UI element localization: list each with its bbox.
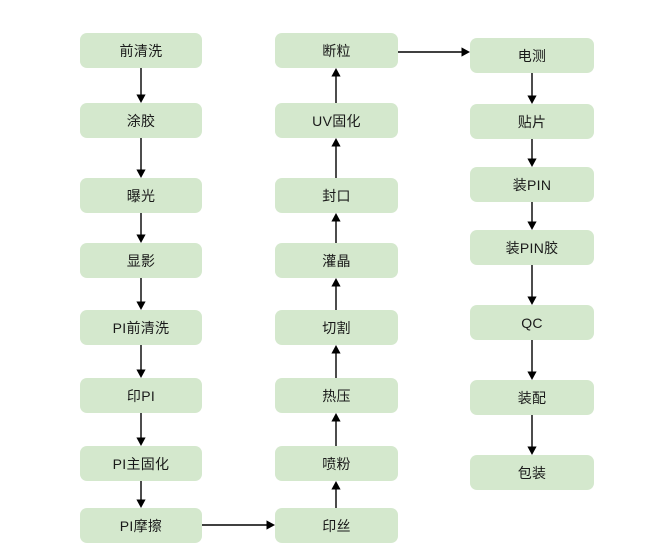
arrow-diance-to-tiepian	[527, 73, 537, 104]
process-node[interactable]: 装PIN胶	[470, 230, 594, 265]
process-node[interactable]: 贴片	[470, 104, 594, 139]
arrow-xianying-to-piqianqingxi	[136, 278, 146, 310]
arrow-qc-to-zhuangpei	[527, 340, 537, 380]
process-node[interactable]: PI摩擦	[80, 508, 202, 543]
process-node[interactable]: 涂胶	[80, 103, 202, 138]
process-node[interactable]: 切割	[275, 310, 398, 345]
process-node[interactable]: 前清洗	[80, 33, 202, 68]
process-node[interactable]: 印PI	[80, 378, 202, 413]
arrow-guanjing-to-fengkou	[331, 213, 341, 243]
process-node[interactable]: UV固化	[275, 103, 398, 138]
arrow-uvguhua-to-duanli	[331, 68, 341, 103]
process-node[interactable]: 电测	[470, 38, 594, 73]
process-node[interactable]: 灌晶	[275, 243, 398, 278]
process-node[interactable]: 热压	[275, 378, 398, 413]
process-node[interactable]: 印丝	[275, 508, 398, 543]
process-node[interactable]: 断粒	[275, 33, 398, 68]
arrow-tujiao-to-baoguang	[136, 138, 146, 178]
process-node[interactable]: QC	[470, 305, 594, 340]
process-node[interactable]: 显影	[80, 243, 202, 278]
process-node[interactable]: 装配	[470, 380, 594, 415]
arrow-zhuangpin-to-zhuangpinjiao	[527, 202, 537, 230]
arrow-qianqingxi-to-tujiao	[136, 68, 146, 103]
process-node[interactable]: PI主固化	[80, 446, 202, 481]
process-node[interactable]: 封口	[275, 178, 398, 213]
arrow-yinsi-to-penfen	[331, 481, 341, 508]
process-node[interactable]: 喷粉	[275, 446, 398, 481]
arrow-fengkou-to-uvguhua	[331, 138, 341, 178]
arrow-duanli-to-diance	[398, 47, 470, 57]
arrow-reya-to-qiege	[331, 345, 341, 378]
arrow-baoguang-to-xianying	[136, 213, 146, 243]
process-node[interactable]: 包装	[470, 455, 594, 490]
arrow-piqianqingxi-to-yinpi	[136, 345, 146, 378]
arrow-yinpi-to-pizhuguhua	[136, 413, 146, 446]
arrow-pizhuguhua-to-pimoca	[136, 481, 146, 508]
arrow-zhuangpei-to-baozhuang	[527, 415, 537, 455]
arrow-qiege-to-guanjing	[331, 278, 341, 310]
process-node[interactable]: 装PIN	[470, 167, 594, 202]
process-node[interactable]: 曝光	[80, 178, 202, 213]
arrow-tiepian-to-zhuangpin	[527, 139, 537, 167]
arrow-pimoca-to-yinsi	[202, 520, 275, 530]
process-node[interactable]: PI前清洗	[80, 310, 202, 345]
arrow-penfen-to-reya	[331, 413, 341, 446]
arrow-zhuangpinjiao-to-qc	[527, 265, 537, 305]
